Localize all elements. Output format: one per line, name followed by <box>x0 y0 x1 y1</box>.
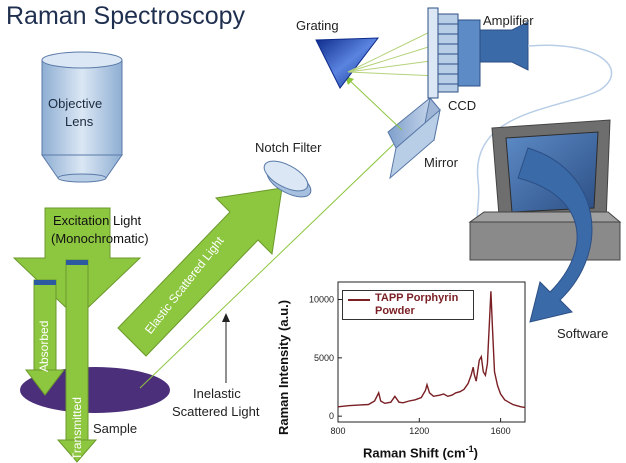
grating-label: Grating <box>296 18 339 33</box>
amplifier-label: Amplifier <box>483 13 534 28</box>
legend-label-line1: TAPP Porphyrin <box>375 292 459 304</box>
diagram-title: Raman Spectroscopy <box>6 2 246 30</box>
excitation-label-line1: Excitation Light <box>53 213 142 228</box>
x-axis-label-end: ) <box>473 445 478 461</box>
transmitted-label: Transmitted <box>70 397 84 460</box>
spectrum-y-axis-label: Raman Intensity (a.u.) <box>276 299 291 435</box>
ccd-detector <box>427 7 481 99</box>
grating <box>315 37 380 89</box>
amplifier <box>479 21 529 71</box>
software-arrow <box>517 147 593 323</box>
mirror-grating-path <box>346 77 403 131</box>
y-tick-label: 10000 <box>309 295 334 305</box>
spectrum-series-line <box>337 291 526 409</box>
software-label: Software <box>557 326 609 341</box>
legend-swatch <box>348 299 370 301</box>
x-tick-label: 1200 <box>409 426 429 436</box>
notch-filter <box>263 160 312 198</box>
ccd-label: CCD <box>448 98 477 113</box>
objective-lens-label-line2: Lens <box>65 114 94 129</box>
sample-label: Sample <box>93 421 138 436</box>
notch-filter-label: Notch Filter <box>255 140 322 155</box>
elastic-scattered-arrow <box>117 187 283 357</box>
legend-label-line2: Powder <box>375 305 415 317</box>
inelastic-label-line1: Inelastic <box>193 386 241 401</box>
objective-lens-label-line1: Objective <box>48 96 103 111</box>
absorbed-label: Absorbed <box>37 320 51 372</box>
computer <box>468 119 622 261</box>
absorbed-arrow <box>24 279 66 396</box>
excitation-label-line2: (Monochromatic) <box>51 231 149 246</box>
transmitted-arrow <box>56 259 98 463</box>
y-tick-label: 5000 <box>314 353 334 363</box>
spectrum-ticks: 800 1200 1600 0 5000 10000 <box>309 295 511 437</box>
x-tick-label: 1600 <box>491 426 511 436</box>
inelastic-label-line2: Scattered Light <box>172 404 260 419</box>
dispersed-rays <box>347 27 439 77</box>
inelastic-pointer-head <box>222 313 230 322</box>
x-tick-label: 800 <box>330 426 345 436</box>
inelastic-light-path <box>139 139 399 389</box>
x-axis-label-main: Raman Shift (cm <box>363 445 466 461</box>
x-axis-label-sup: -1 <box>465 444 474 454</box>
spectrum-legend: TAPP Porphyrin Powder <box>342 290 474 320</box>
mirror-label: Mirror <box>424 155 458 170</box>
spectrum-x-axis-label: Raman Shift (cm-1) <box>363 444 478 460</box>
y-tick-label: 0 <box>329 411 334 421</box>
objective-lens <box>41 51 123 183</box>
mirror <box>387 96 441 180</box>
signal-cable <box>476 44 613 226</box>
